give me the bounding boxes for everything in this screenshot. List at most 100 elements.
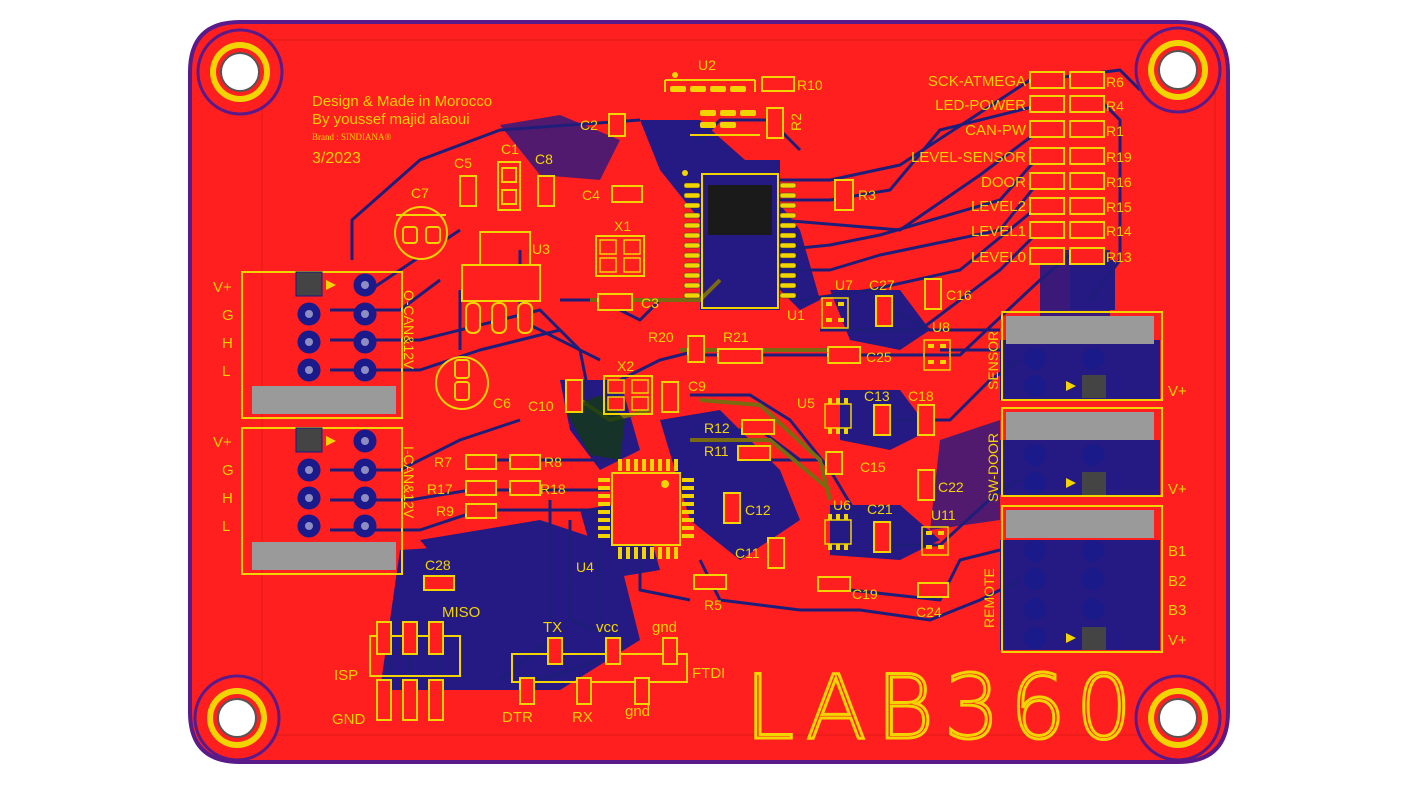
led-label-level1: LEVEL1 bbox=[971, 223, 1026, 240]
can-out-pin-h: H bbox=[222, 335, 233, 352]
component-labels: C1 C5 C8 C2 C4 C3 R10 R2 R3 C27 C16 C25 … bbox=[425, 74, 1132, 620]
connector-door: V+ SW-DOOR bbox=[985, 407, 1187, 502]
label-r15: R15 bbox=[1106, 199, 1132, 215]
label-c6: C6 bbox=[493, 395, 511, 411]
label-r19: R19 bbox=[1106, 149, 1132, 165]
label-c16: C16 bbox=[946, 287, 972, 303]
logo-text: LAB360 bbox=[745, 656, 1142, 759]
can-out-label: O-CAN&12V bbox=[401, 290, 417, 370]
ftdi-gnd-top-label: gnd bbox=[652, 619, 677, 636]
label-c18: C18 bbox=[908, 388, 934, 404]
can-in-pin-h: H bbox=[222, 490, 233, 507]
label-u8: U8 bbox=[932, 319, 950, 335]
label-r5: R5 bbox=[704, 597, 722, 613]
label-c8: C8 bbox=[535, 151, 553, 167]
label-c27: C27 bbox=[869, 277, 895, 293]
label-c25: C25 bbox=[866, 349, 892, 365]
label-c12: C12 bbox=[745, 502, 771, 518]
remote-pin-b3: B3 bbox=[1168, 602, 1186, 619]
label-r3: R3 bbox=[858, 187, 876, 203]
remote-pin-vplus: V+ bbox=[1168, 632, 1187, 649]
label-c4: C4 bbox=[582, 187, 600, 203]
led-label-can-pw: CAN-PW bbox=[965, 122, 1027, 139]
led-labels: SCK-ATMEGA LED-POWER CAN-PW LEVEL-SENSOR… bbox=[911, 73, 1027, 266]
crystal-x1: X1 bbox=[595, 218, 645, 277]
label-r20: R20 bbox=[648, 329, 674, 345]
label-u11: U11 bbox=[931, 507, 956, 523]
credits-line-1: Design & Made in Morocco bbox=[312, 93, 492, 110]
mounting-hole-bottom-right bbox=[1134, 674, 1222, 762]
credits-brand: Brand : SINDIANA® bbox=[312, 132, 391, 142]
label-c9: C9 bbox=[688, 378, 706, 394]
label-r1: R1 bbox=[1106, 123, 1124, 139]
ic-u11: U11 bbox=[921, 507, 956, 556]
connector-ftdi: TX vcc gnd FTDI DTR RX gnd bbox=[502, 619, 725, 726]
isp-miso-label: MISO bbox=[442, 604, 480, 621]
label-r14: R14 bbox=[1106, 223, 1132, 239]
label-r17: R17 bbox=[427, 481, 453, 497]
credits-line-2: By youssef majid alaoui bbox=[312, 111, 470, 128]
remote-pin-b2: B2 bbox=[1168, 573, 1186, 590]
label-c22: C22 bbox=[938, 479, 964, 495]
lab360-logo: LAB360 bbox=[744, 655, 1142, 761]
mounting-hole-bottom-left bbox=[193, 674, 281, 762]
ic-u1: U1 bbox=[682, 170, 805, 323]
label-r10: R10 bbox=[797, 77, 823, 93]
sensor-label: SENSOR bbox=[985, 331, 1001, 390]
ic-u4: U4 bbox=[576, 459, 694, 575]
label-c2: C2 bbox=[580, 117, 598, 133]
label-c11: C11 bbox=[735, 545, 760, 561]
ic-u7: U7 bbox=[821, 277, 853, 329]
label-c28: C28 bbox=[425, 557, 451, 573]
connector-can-in: V+ G H L I-CAN&12V bbox=[213, 427, 417, 575]
credits-block: Design & Made in Morocco By youssef maji… bbox=[312, 93, 492, 167]
ic-u8: U8 bbox=[923, 319, 951, 371]
ftdi-vcc-label: vcc bbox=[596, 619, 619, 636]
led-label-sck-atmega: SCK-ATMEGA bbox=[928, 73, 1026, 90]
label-r8: R8 bbox=[544, 454, 562, 470]
label-u2: U2 bbox=[698, 57, 716, 73]
connector-remote: B1 B2 B3 V+ REMOTE bbox=[981, 505, 1187, 653]
ftdi-gnd-bottom-label: gnd bbox=[625, 703, 650, 720]
crystal-x2: X2 bbox=[603, 358, 653, 415]
label-u7: U7 bbox=[835, 277, 853, 293]
label-c24: C24 bbox=[916, 604, 942, 620]
can-in-pin-vplus: V+ bbox=[213, 434, 232, 451]
label-r7: R7 bbox=[434, 454, 452, 470]
isp-gnd-label: GND bbox=[332, 711, 366, 728]
ic-u2: U2 bbox=[664, 57, 760, 136]
label-c10: C10 bbox=[528, 398, 554, 414]
label-r12: R12 bbox=[704, 420, 730, 436]
remote-pin-b1: B1 bbox=[1168, 543, 1186, 560]
door-label: SW-DOOR bbox=[985, 433, 1001, 502]
label-c13: C13 bbox=[864, 388, 890, 404]
label-c19: C19 bbox=[852, 586, 878, 602]
label-c1: C1 bbox=[501, 141, 519, 157]
passive-parts bbox=[423, 76, 949, 598]
can-in-pin-g: G bbox=[222, 462, 234, 479]
label-c7: C7 bbox=[411, 185, 429, 201]
can-out-pin-g: G bbox=[222, 307, 234, 324]
mounting-hole-top-left bbox=[196, 28, 284, 116]
can-out-pin-vplus: V+ bbox=[213, 279, 232, 296]
can-out-pin-l: L bbox=[222, 363, 230, 380]
can-in-pin-l: L bbox=[222, 518, 230, 535]
label-u3: U3 bbox=[532, 241, 550, 257]
connector-sensor: V+ SENSOR bbox=[985, 311, 1187, 401]
ic-u5: U5 bbox=[797, 395, 852, 434]
label-c3: C3 bbox=[641, 295, 659, 311]
label-c5: C5 bbox=[454, 155, 472, 171]
ic-u3: U3 bbox=[461, 231, 550, 334]
label-r9: R9 bbox=[436, 503, 454, 519]
led-label-level2: LEVEL2 bbox=[971, 198, 1026, 215]
label-r13: R13 bbox=[1106, 249, 1132, 265]
credits-date: 3/2023 bbox=[312, 150, 361, 167]
isp-label: ISP bbox=[334, 667, 358, 684]
ftdi-tx-label: TX bbox=[543, 619, 562, 636]
can-in-label: I-CAN&12V bbox=[401, 446, 417, 519]
label-u4: U4 bbox=[576, 559, 594, 575]
mounting-hole-top-right bbox=[1134, 26, 1222, 114]
label-u6: U6 bbox=[833, 497, 851, 513]
capacitor-c6: C6 bbox=[435, 356, 511, 411]
